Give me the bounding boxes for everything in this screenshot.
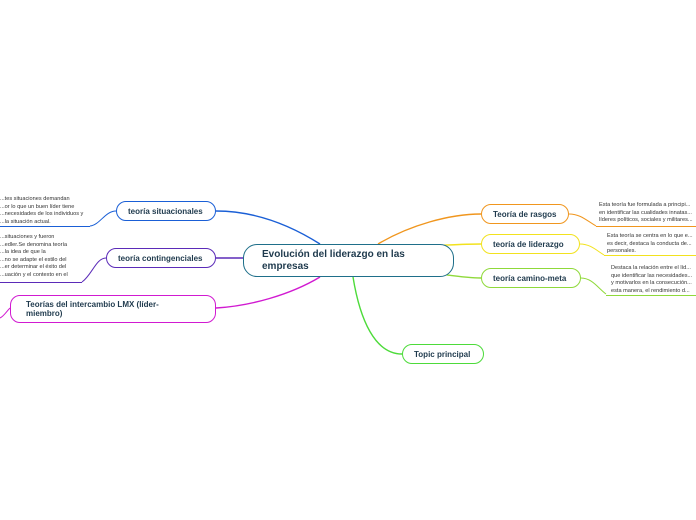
topic-label: teoría situacionales xyxy=(128,206,203,216)
topic-teoria-camino-meta[interactable]: teoría camino-meta xyxy=(481,268,581,288)
note-teoria-contingenciales: ...situaciones y fueron ...edler.Se deno… xyxy=(0,234,82,279)
connector-situacionales xyxy=(215,210,321,245)
note-line: ...la idea de que la xyxy=(0,249,46,255)
note-underline xyxy=(0,226,90,227)
central-topic-title: Evolución del liderazgo en las empresas xyxy=(262,248,405,272)
note-line: ...necesidades de los individuos y xyxy=(0,211,84,217)
note-line: Destaca la relación entre el líd... xyxy=(611,265,691,271)
note-line: ...uación y el contexto en el xyxy=(0,271,68,278)
note-line: en identificar las cualidades innatas... xyxy=(599,209,692,216)
central-topic[interactable]: Evolución del liderazgo en las empresas xyxy=(243,244,454,277)
note-teoria-de-liderazgo: Esta teoría se centra en lo que e... es … xyxy=(607,233,696,256)
note-line: ...er determinar el éxito del xyxy=(0,264,67,270)
note-underline xyxy=(606,295,696,296)
note-line: Esta teoría fue formulada a principi... xyxy=(599,202,691,208)
note-line: ...no se adapte el estilo del xyxy=(0,256,67,263)
connector-topic-principal xyxy=(352,276,403,355)
note-line: personales. xyxy=(607,248,636,254)
topic-principal[interactable]: Topic principal xyxy=(402,344,484,364)
note-line: es decir, destaca la conducta de... xyxy=(607,240,692,247)
note-teoria-situacionales: ...tes situaciones demandan ...or lo que… xyxy=(0,196,92,226)
topic-teoria-de-liderazgo[interactable]: teoría de liderazgo xyxy=(481,234,580,254)
connector-lmx xyxy=(215,276,321,309)
note-teoria-de-rasgos: Esta teoría fue formulada a principi... … xyxy=(599,202,696,225)
note-line: ...la situación actual. xyxy=(0,218,51,225)
note-line: ...tes situaciones demandan xyxy=(0,196,70,202)
note-line: líderes políticos, sociales y militares.… xyxy=(599,217,693,223)
topic-teoria-contingenciales[interactable]: teoría contingenciales xyxy=(106,248,216,268)
note-teoria-camino-meta: Destaca la relación entre el líd... que … xyxy=(611,265,696,295)
connector-note-contingenciales xyxy=(81,257,107,283)
connector-note-liderazgo xyxy=(579,243,605,256)
note-line: ...situaciones y fueron xyxy=(0,234,55,240)
connector-rasgos xyxy=(377,213,482,245)
topic-label: teoría contingenciales xyxy=(118,253,203,263)
connector-note-situacionales xyxy=(89,210,117,227)
note-line: ...or lo que un buen líder tiene xyxy=(0,203,75,210)
topic-teoria-de-rasgos[interactable]: Teoría de rasgos xyxy=(481,204,569,224)
note-line: Esta teoría se centra en lo que e... xyxy=(607,233,693,239)
topic-label: Teoría de rasgos xyxy=(493,209,557,219)
note-underline xyxy=(596,226,696,227)
topic-teorias-lmx[interactable]: Teorías del intercambio LMX (líder-miemb… xyxy=(10,295,216,323)
note-line: ...edler.Se denomina teoría xyxy=(0,241,68,248)
note-line: que identificar las necesidades... xyxy=(611,272,693,279)
connector-note-camino-meta xyxy=(580,277,607,295)
topic-label: Topic principal xyxy=(414,349,471,359)
note-line: y motivarlos en la consecución... xyxy=(611,280,692,286)
topic-label: teoría camino-meta xyxy=(493,273,567,283)
note-underline xyxy=(0,282,82,283)
topic-teoria-situacionales[interactable]: teoría situacionales xyxy=(116,201,216,221)
topic-label: Teorías del intercambio LMX (líder-miemb… xyxy=(26,300,159,318)
topic-label: teoría de liderazgo xyxy=(493,239,564,249)
note-line: esta manera, el rendimiento d... xyxy=(611,287,690,294)
connector-note-rasgos xyxy=(568,213,597,227)
connector-note-lmx xyxy=(0,307,11,319)
note-underline xyxy=(604,255,696,256)
